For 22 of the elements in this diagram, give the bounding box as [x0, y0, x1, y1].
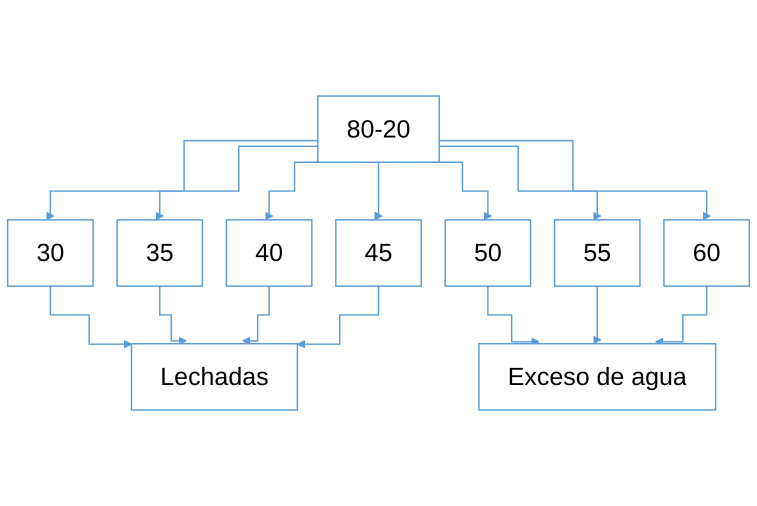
arrow [159, 285, 187, 346]
node-box: 35 [116, 219, 204, 287]
node-box: 80-20 [317, 95, 440, 163]
arrow [242, 285, 270, 346]
arrow [439, 140, 711, 220]
node-box: 55 [554, 219, 641, 287]
node-box: 60 [663, 219, 750, 287]
arrow [156, 146, 318, 220]
node-box: Lechadas [130, 343, 298, 411]
node-box: 30 [6, 219, 94, 287]
arrow [593, 285, 602, 344]
arrow [374, 162, 383, 220]
node-box: 40 [226, 219, 313, 287]
arrow [439, 146, 602, 220]
arrow [50, 285, 132, 348]
arrow [264, 162, 320, 220]
arrow [296, 285, 380, 348]
arrow [46, 140, 318, 220]
arrow [437, 162, 492, 220]
node-box: Exceso de agua [478, 343, 716, 411]
node-box: 50 [444, 219, 532, 287]
node-box: 45 [335, 219, 422, 287]
